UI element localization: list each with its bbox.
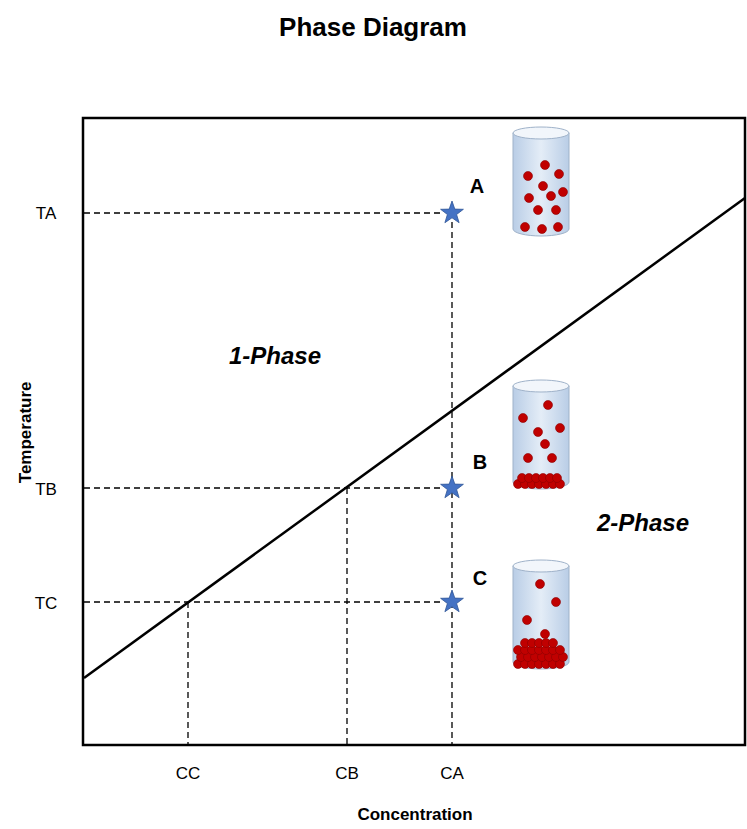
tick-label: TB — [35, 481, 57, 500]
state-stars — [441, 201, 464, 612]
particles — [514, 161, 568, 669]
axis-title: Concentration — [357, 806, 472, 825]
axis-title: Temperature — [17, 381, 36, 483]
particle — [553, 474, 562, 483]
particle — [556, 646, 565, 655]
diagram-title: Phase Diagram — [279, 13, 467, 42]
tick-label: CC — [176, 765, 201, 784]
tick-label: TA — [36, 205, 56, 224]
tick-label: CA — [440, 765, 464, 784]
point-label: C — [473, 567, 487, 589]
particle — [549, 639, 558, 648]
beakers — [513, 127, 569, 669]
point-label: B — [473, 451, 487, 473]
point-label: A — [470, 175, 484, 197]
region-label: 2-Phase — [597, 510, 689, 536]
plot-frame — [83, 118, 745, 745]
tick-label: TC — [35, 595, 58, 614]
tick-label: CB — [335, 765, 359, 784]
phase-boundary — [84, 198, 745, 678]
guide-lines — [84, 213, 452, 744]
region-label: 1-Phase — [229, 343, 321, 369]
